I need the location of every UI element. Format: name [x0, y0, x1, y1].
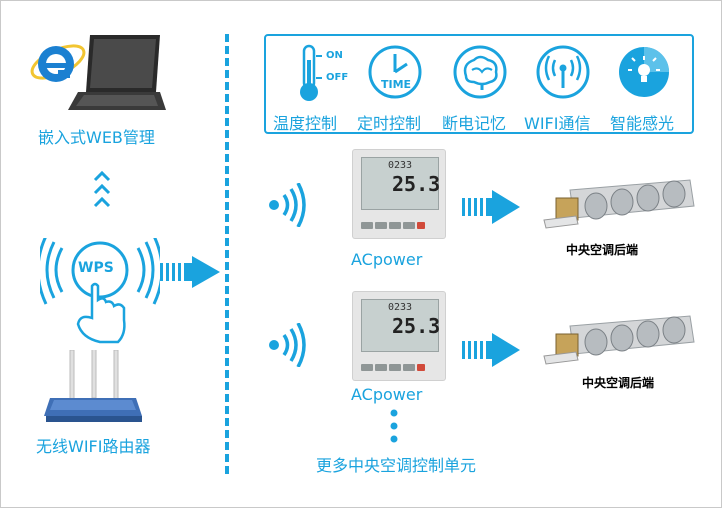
time-text: TIME [381, 78, 412, 91]
feature-label-temperature: 温度控制 [273, 114, 338, 133]
thermostat-panel: 0233 25.3 [353, 150, 445, 238]
web-management-label: 嵌入式WEB管理 [38, 128, 155, 147]
thermostat-screen: 0233 25.3 [361, 157, 441, 210]
chevron-up-icon [93, 170, 111, 208]
ac-backend-label: 中央空调后端 [566, 243, 639, 257]
wps-label: WPS [78, 260, 114, 276]
thermostat-time: 0233 [388, 160, 413, 171]
light-sensor-icon [619, 47, 669, 97]
thermostat-buttons [361, 214, 437, 229]
arrow-right-icon [462, 190, 520, 224]
feature-label-timer: 定时控制 [357, 114, 422, 133]
brain-icon [453, 45, 507, 99]
feature-label-light: 智能感光 [610, 114, 675, 133]
more-dots-icon [390, 409, 398, 443]
thermostat-panel: 0233 25.3 [353, 292, 445, 380]
feature-label-wifi: WIFI通信 [524, 114, 591, 133]
brand-label: ACpower [351, 250, 423, 269]
thermostat-time: 0233 [388, 302, 413, 313]
internet-explorer-icon [30, 44, 86, 82]
brand-label: ACpower [351, 385, 423, 404]
fan-coil-unit-illustration [543, 179, 695, 229]
feature-label-memory: 断电记忆 [442, 114, 507, 133]
more-units-label: 更多中央空调控制单元 [316, 456, 477, 475]
thermostat-screen: 0233 25.3 [361, 299, 441, 352]
router-icon [44, 350, 142, 422]
thermo-on-label: ON [326, 50, 343, 61]
wifi-router-illustration [44, 350, 142, 422]
arrow-right-icon [160, 256, 220, 288]
web-laptop-illustration [30, 35, 166, 110]
wifi-antenna-icon [536, 45, 590, 99]
thermostat-temp: 25.3 [392, 172, 441, 196]
clock-icon [368, 45, 422, 99]
wps-button-illustration [40, 238, 160, 344]
router-label: 无线WIFI路由器 [36, 437, 151, 456]
dashed-divider [225, 34, 229, 474]
thermostat-temp: 25.3 [392, 314, 441, 338]
laptop-icon [68, 35, 166, 110]
signal-waves-icon [269, 323, 306, 367]
fan-coil-unit-illustration [543, 315, 695, 365]
ac-backend-label: 中央空调后端 [582, 376, 655, 390]
hand-pointer-icon [76, 282, 126, 344]
thermo-off-label: OFF [326, 72, 349, 83]
thermostat-buttons [361, 356, 437, 371]
arrow-right-icon [462, 333, 520, 367]
features-panel [264, 34, 694, 134]
signal-waves-icon [269, 183, 306, 227]
thermometer-icon [300, 44, 322, 101]
